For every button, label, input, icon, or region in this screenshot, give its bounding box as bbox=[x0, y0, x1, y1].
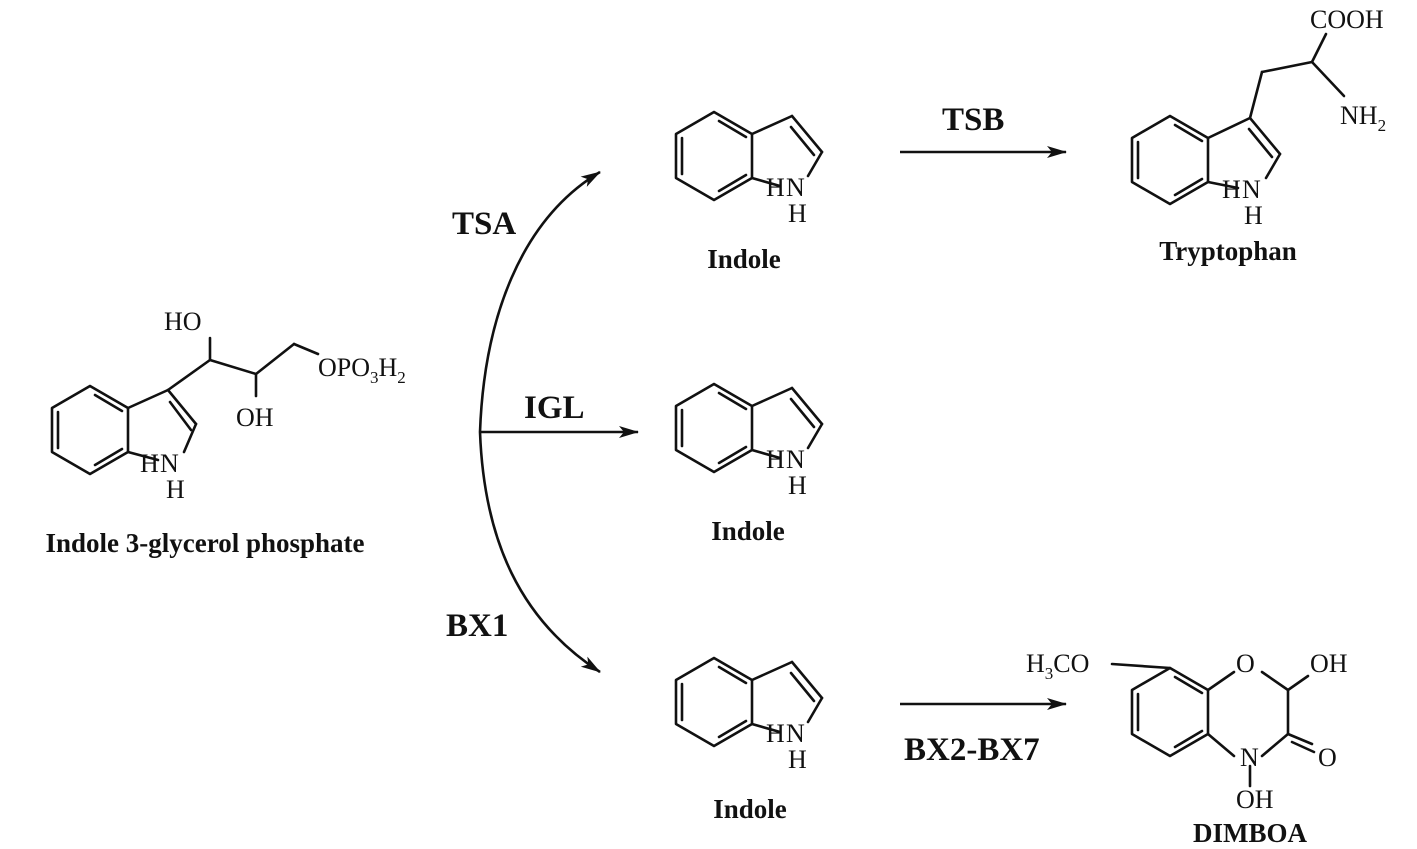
indole-mid-n: N bbox=[786, 445, 805, 474]
enzyme-label-tsb: TSB bbox=[942, 102, 1004, 138]
enzyme-label-igl: IGL bbox=[524, 390, 585, 426]
indole-bottom-structure: N H H bbox=[674, 656, 824, 774]
methoxy-label: H3CO bbox=[1026, 649, 1089, 683]
indole-mid-structure: N H H bbox=[674, 382, 824, 500]
phosphate-label: OPO3H2 bbox=[318, 353, 406, 387]
substrate-nh-n: N bbox=[160, 449, 179, 478]
substrate-structure: HO OH OPO3H2 N H H bbox=[50, 307, 406, 504]
indole-top-h: H bbox=[788, 199, 807, 228]
tsa-arrow bbox=[478, 170, 601, 433]
tryptophan-h: H bbox=[1244, 201, 1263, 230]
amino-label: NH2 bbox=[1340, 101, 1386, 135]
enzyme-label-tsa: TSA bbox=[452, 206, 516, 242]
indole-top-name: Indole bbox=[707, 244, 781, 274]
tryptophan-name: Tryptophan bbox=[1159, 236, 1297, 266]
substrate-name: Indole 3-glycerol phosphate bbox=[45, 528, 364, 558]
indole-mid-name: Indole bbox=[711, 516, 785, 546]
enzyme-label-bx1: BX1 bbox=[446, 608, 508, 644]
carbonyl-oxygen-label: O bbox=[1318, 743, 1337, 772]
indole-bottom-name: Indole bbox=[713, 794, 787, 824]
indole-mid-nh-h: H bbox=[766, 445, 785, 474]
dimboa-structure: H3CO O OH N O OH bbox=[1026, 649, 1348, 814]
indole-bottom-n: N bbox=[786, 719, 805, 748]
indole-top-n: N bbox=[786, 173, 805, 202]
tryptophan-n: N bbox=[1242, 175, 1261, 204]
indole-top-nh-h: H bbox=[766, 173, 785, 202]
tryptophan-structure: COOH NH2 N H H bbox=[1130, 5, 1386, 230]
ring-oxygen-label: O bbox=[1236, 649, 1255, 678]
dimboa-name: DIMBOA bbox=[1193, 818, 1308, 848]
indole-bottom-h: H bbox=[788, 745, 807, 774]
dimboa-hydroxyl-label: OH bbox=[1310, 649, 1348, 678]
hydroxyl-label-top: HO bbox=[164, 307, 202, 336]
hydroxyl-label-mid: OH bbox=[236, 403, 274, 432]
ring-nitrogen-label: N bbox=[1240, 743, 1259, 772]
substrate-nh-h: H bbox=[140, 449, 159, 478]
tryptophan-nh-h: H bbox=[1222, 175, 1241, 204]
bx1-arrow bbox=[478, 431, 601, 674]
carboxyl-label: COOH bbox=[1310, 5, 1384, 34]
enzyme-label-bx2-bx7: BX2-BX7 bbox=[904, 732, 1040, 768]
indole-mid-h: H bbox=[788, 471, 807, 500]
indole-top-structure: N H H bbox=[674, 110, 824, 228]
n-hydroxyl-label: OH bbox=[1236, 785, 1274, 814]
substrate-h-below: H bbox=[166, 475, 185, 504]
indole-bottom-nh-h: H bbox=[766, 719, 785, 748]
